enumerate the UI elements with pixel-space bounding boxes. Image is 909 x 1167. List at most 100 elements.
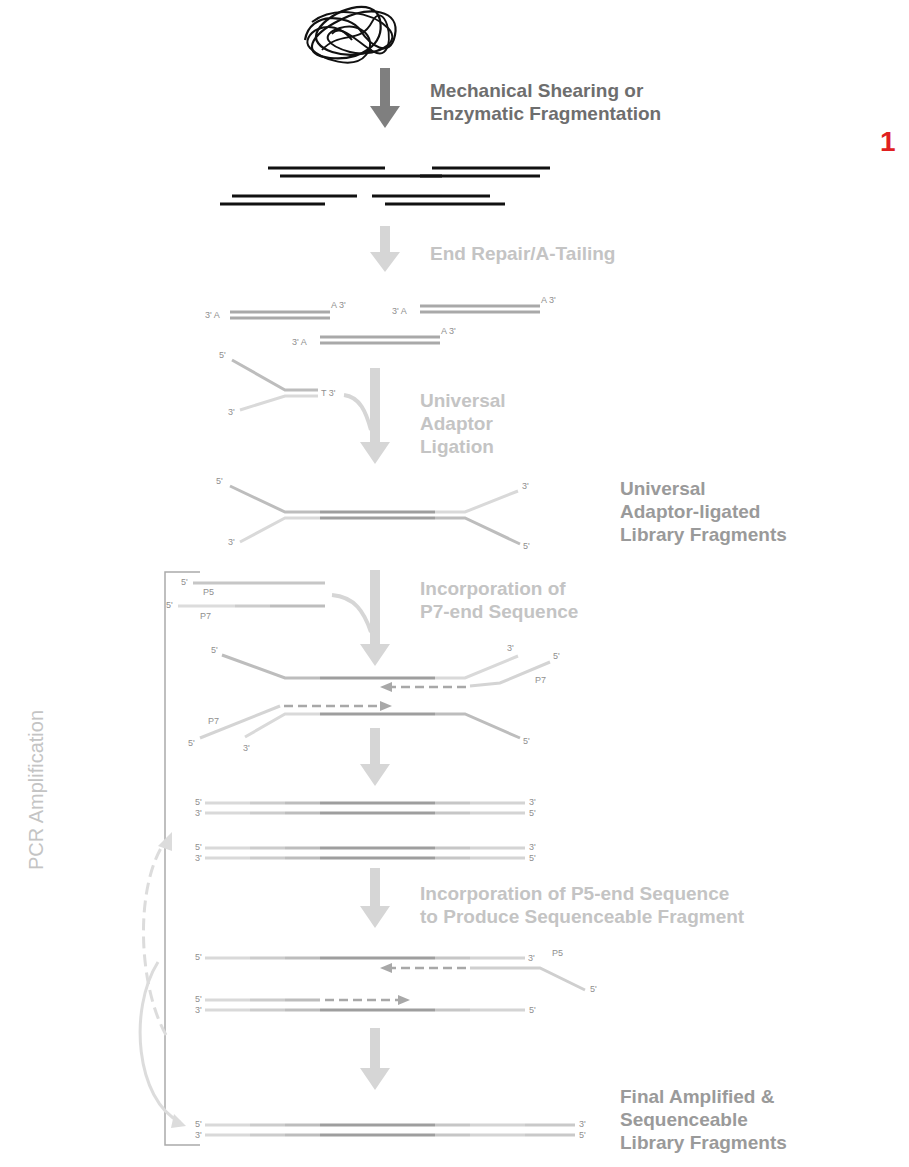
step-arrow [360,442,390,464]
extension-arrow [284,705,380,708]
dna-fragment [320,342,440,345]
insert-strand [320,677,435,680]
dna-fragment [230,311,330,314]
step-label: Incorporation of P5-end Sequence to Prod… [420,883,750,929]
strand-end-label: A 3' [441,326,456,336]
strand-end-label: 5' [195,842,202,852]
strand-end-label: 3' [579,1119,586,1129]
product-label: Final Amplified & Sequenceable Library F… [620,1086,788,1154]
dna-strand [205,813,525,814]
dna-strand [205,803,525,804]
strand-end-label: 3' [529,842,536,852]
adaptor-strand [222,655,320,678]
step-arrow [370,570,380,648]
pcr-bracket [165,572,200,1145]
dna-strand [205,958,525,959]
strand-end-label: P5 [203,587,214,597]
step-arrow [370,728,380,768]
strand-end-label: 5' [523,541,530,551]
strand-end-label: P7 [208,716,219,726]
strand-end-label: 3' [195,808,202,818]
strand-end-label: 5' [216,476,223,486]
insert-strand [320,517,435,520]
strand-end-label: 3' [522,481,529,491]
strand-end-label: 5' [219,350,226,360]
genomic-dna [307,12,392,62]
strand-end-label: 3' [529,797,536,807]
step-arrow [370,868,380,910]
strand-end-label: 3' A [292,337,307,347]
adaptor-strand [230,486,320,512]
p5-segment [525,1124,575,1127]
p7-primer [470,662,550,686]
extension-arrow [380,682,392,692]
extension-arrow [398,995,410,1005]
strand-end-label: P5 [552,948,563,958]
dna-strand [205,999,250,1002]
adaptor-strand [435,656,518,678]
merge-arrow [332,595,371,632]
step-arrow [360,644,390,666]
extension-arrow [325,999,398,1002]
step-arrow [360,906,390,928]
dna-fragment [432,167,550,170]
strand-end-label: T 3' [321,388,336,398]
dna-strand [285,999,320,1002]
step-label: End Repair/A-Tailing [430,243,615,266]
strand-end-label: P7 [200,611,211,621]
cycle-arrow [158,832,172,851]
step-label: Incorporation of P7-end Sequence [420,578,590,624]
strand-end-label: 5' [523,736,530,746]
p5-primer [470,968,585,990]
callout-number: 1 [880,125,896,159]
dna-strand [250,999,285,1002]
dna-fragments [220,168,550,204]
dna-fragment [232,195,357,198]
dna-fragment [420,305,540,308]
adaptor-strand [245,714,320,737]
p5-primer [193,582,325,585]
a-tailed-fragments [230,306,540,343]
step-arrow [370,1028,380,1072]
step-arrow [370,368,380,446]
product-label: Universal Adaptor-ligated Library Fragme… [620,478,788,546]
strand-end-label: 5' [195,994,202,1004]
strand-end-label: 3' [507,643,514,653]
strand-end-label: 5' [195,797,202,807]
dna-fragment [268,167,385,170]
p5-segment [525,1134,575,1137]
adaptor-strand [240,518,320,542]
dna-fragment [220,203,325,206]
adaptor-strand [240,396,318,410]
step-arrow [370,252,400,272]
strand-end-label: 3' [528,953,535,963]
strand-end-label: 5' [529,808,536,818]
strand-end-label: 3' [195,1130,202,1140]
strand-end-label: 3' [195,1005,202,1015]
step-label: Mechanical Shearing or Enzymatic Fragmen… [430,80,680,126]
dna-fragment [372,195,490,198]
extension-arrow [380,963,392,973]
strand-end-label: 5' [195,952,202,962]
genomic-dna [305,7,396,58]
strand-end-label: P7 [535,675,546,685]
adaptor-strand [435,714,520,738]
adaptor-strand [435,491,518,512]
genomic-dna [322,15,389,53]
strand-end-label: 5' [590,984,597,994]
strand-end-label: 3' [228,537,235,547]
strand-end-label: 3' [243,743,250,753]
merge-arrow [344,395,371,430]
dna-strand [205,858,525,859]
dna-fragment [320,336,440,339]
strand-end-label: A 3' [331,300,346,310]
insert-strand [320,511,435,514]
dna-strand [205,1125,525,1126]
strand-end-label: 5' [211,645,218,655]
dna-strand [205,1135,525,1136]
extension-arrow [392,967,466,970]
step-arrow [380,68,390,110]
dna-strand [205,1010,525,1011]
strand-end-label: 3' [228,407,235,417]
